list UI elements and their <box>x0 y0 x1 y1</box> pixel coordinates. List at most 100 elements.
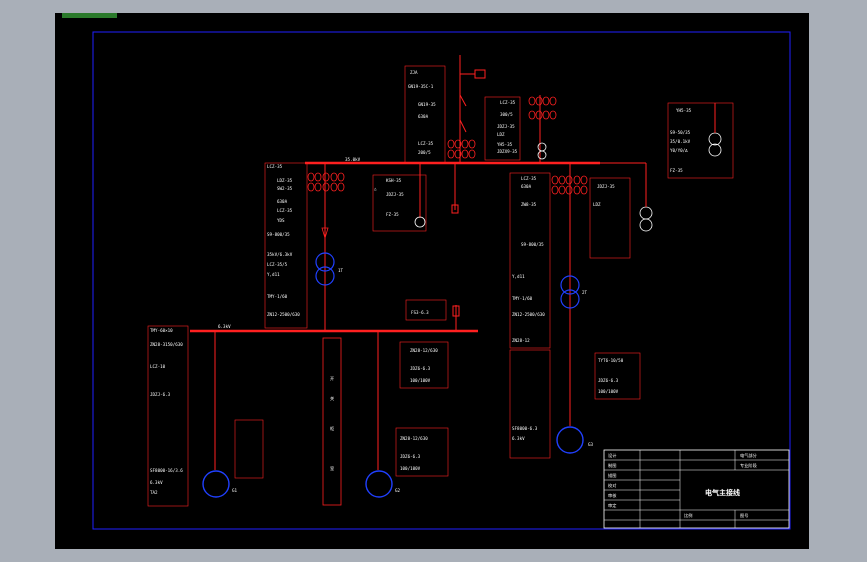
cad-title-strip <box>62 13 117 18</box>
transformer-1t-hv <box>315 252 335 272</box>
low-mid-b2: JDZ6-6.3 <box>400 454 421 459</box>
low-right-b: JDZ6-6.3 <box>598 378 619 383</box>
low-mid-c: 100/100V <box>410 378 431 383</box>
side-pt-coil-a <box>639 206 653 220</box>
right-feed-1: LCZ-35 <box>521 176 537 181</box>
corner-tf2: 35/0.1kV <box>670 139 691 144</box>
low-left-g: TA2 <box>150 490 158 495</box>
tb-row-1: 制图 <box>608 462 616 469</box>
low-left-f: 6.3kV <box>150 480 163 485</box>
tb-number: 图号 <box>740 513 748 519</box>
transformer-2t-hv <box>560 275 580 295</box>
left-feed-1: LCZ-35 <box>267 164 283 169</box>
transformer-2t-lv <box>560 289 580 309</box>
left-feed-3: SW2-35 <box>277 186 293 191</box>
incoming-label: ZJA <box>410 70 418 75</box>
g3-aux-box <box>594 352 641 400</box>
pt-symbol-b <box>537 150 547 160</box>
low-mid-b: JDZ6-6.3 <box>410 366 431 371</box>
tf2-e: ZN28-12 <box>512 338 530 343</box>
feeder-2t-box <box>509 172 551 349</box>
tf2-a: S9-800/35 <box>521 242 544 247</box>
cabinet-b: 关 <box>330 395 334 402</box>
generator-g1 <box>202 470 230 498</box>
drawing-title: 电气主接线 <box>705 488 740 497</box>
tf1-f: ZN12-2500/630 <box>267 312 300 317</box>
tf1-e: TMY-1/60 <box>267 294 288 299</box>
left-feed-4: 630A <box>277 199 288 204</box>
isolator-switch <box>459 94 467 107</box>
low-left-b: ZN28-3150/630 <box>150 342 183 347</box>
g2-lower-box <box>395 427 449 477</box>
incoming-terminal <box>474 69 486 79</box>
cabinet-c: 柜 <box>330 425 334 432</box>
g2-upper-box <box>399 341 449 389</box>
ct-symbols-2t <box>551 175 588 195</box>
gen-3: G3 <box>588 442 594 447</box>
low-left-e: SF8000-16/3.6 <box>150 468 183 473</box>
drawing-sheet <box>55 13 809 549</box>
arrester-1t <box>321 227 329 240</box>
left-feed-5: LCZ-35 <box>277 208 293 213</box>
mid-arrester-symbol <box>451 204 459 214</box>
tf2-d: TMY-1/60 <box>512 296 533 301</box>
corner-tf3: Y0/Y0/Δ <box>670 148 688 153</box>
isolator-a2: 630A <box>418 114 429 119</box>
isolator-a: GN19-35 <box>418 102 436 107</box>
tf1-b: LCZ-35/5 <box>267 262 288 267</box>
generator-g3 <box>556 426 584 454</box>
tb-row-4: 审核 <box>608 492 617 499</box>
low-left-d: JDZJ-6.3 <box>150 392 171 397</box>
switchgear-cabinet <box>322 337 342 506</box>
ct-top: LCZ-35 <box>500 100 516 105</box>
low-pt-box <box>405 299 447 321</box>
low-mid-a2: ZN28-12/630 <box>400 436 428 441</box>
breaker-in2: 200/5 <box>418 150 431 155</box>
ct-top4: LDZ <box>497 132 505 137</box>
feeder-1t-box <box>264 162 308 329</box>
mid-cabinet-side: △ <box>374 186 377 191</box>
mid-pt-symbol <box>414 216 426 228</box>
g3-info-box <box>509 349 551 459</box>
incoming-info-box <box>404 65 446 164</box>
side-b: JDZJ-35 <box>597 184 615 189</box>
tb-scale: 比例 <box>684 512 692 519</box>
tb-row-5: 审定 <box>608 502 616 509</box>
corner-tf: YH5-35 <box>676 108 692 113</box>
ct-top2: 300/5 <box>500 112 513 117</box>
gen-2: G2 <box>395 488 401 493</box>
tr-label-2: 2T <box>582 290 588 295</box>
cabinet-d: 室 <box>330 465 334 471</box>
tf1-d: Y,d11 <box>267 272 280 277</box>
pt-symbol-a <box>537 142 547 152</box>
low-right-d: SF8000-6.3 <box>512 426 538 431</box>
side-a: FZ-35 <box>670 168 683 173</box>
ct-info-box <box>484 96 521 161</box>
bus-6kv-label: 6.3kV <box>218 324 231 329</box>
right-feed-3: ZW8-35 <box>521 202 537 207</box>
generator-g2 <box>365 470 393 498</box>
low-left-a: TMY-60×10 <box>150 328 173 333</box>
side-c: LDZ <box>593 202 601 207</box>
low-mid-c2: 100/100V <box>400 466 421 471</box>
breaker-in: LCZ-35 <box>418 141 434 146</box>
g1-info-box <box>147 325 189 507</box>
mid-c: FZ-35 <box>386 212 399 217</box>
gen-1: G1 <box>232 488 238 493</box>
pt-top2: JDZX9-35 <box>497 149 518 154</box>
pt-low: FS3-6.3 <box>411 310 429 315</box>
low-right-e: 6.3kV <box>512 436 525 441</box>
tb-row-0: 设计 <box>608 452 616 459</box>
tb-right-0: 电气部分 <box>740 452 758 459</box>
low-pt-fuse <box>452 305 460 317</box>
right-feed-2: 630A <box>521 184 532 189</box>
drawing-border <box>92 31 791 530</box>
tf2-c: Y,d11 <box>512 274 525 279</box>
tb-row-2: 描图 <box>608 472 616 479</box>
tb-row-3: 校对 <box>608 482 616 489</box>
low-mid-a: ZN28-12/630 <box>410 348 438 353</box>
station-tf-coil-a <box>708 132 722 146</box>
low-left-c: LCZ-10 <box>150 364 166 369</box>
mid-b: JDZJ-35 <box>386 192 404 197</box>
breaker-in-switch <box>459 119 467 133</box>
